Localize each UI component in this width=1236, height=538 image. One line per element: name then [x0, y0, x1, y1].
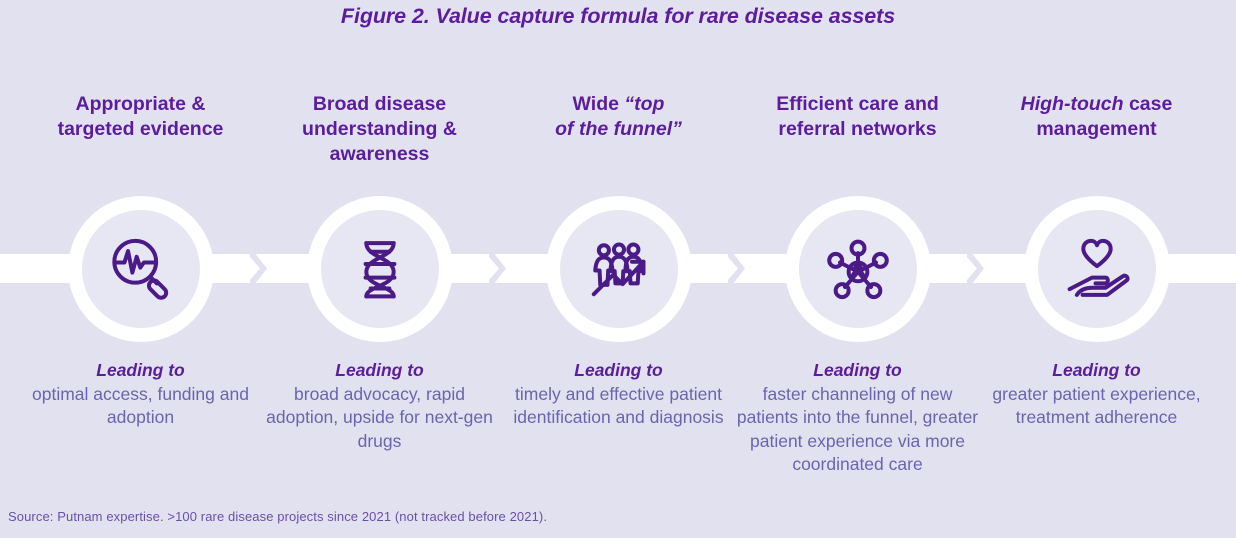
step-outcome: Leading to faster channeling of new pati…: [734, 359, 981, 477]
circle-inner: [81, 210, 200, 328]
step-heading-line: referral networks: [778, 118, 937, 140]
step-icon-circle: [545, 196, 692, 342]
outcome-text: greater patient experience, treatment ad…: [992, 383, 1201, 428]
leading-to-label: Leading to: [1052, 360, 1141, 380]
hand-heart-icon: [1061, 233, 1133, 305]
step-outcome: Leading to timely and effective patient …: [495, 359, 742, 430]
step-heading-emphasis: of the funnel”: [555, 118, 682, 140]
chevron-right-icon: [250, 252, 272, 285]
dna-helix-icon: [344, 233, 416, 305]
step-column-1: Appropriate & targeted evidence Leading …: [21, 0, 260, 538]
outcome-text: timely and effective patient identificat…: [513, 383, 724, 428]
step-heading: Wide “top of the funnel”: [499, 92, 738, 142]
step-icon-circle: [1023, 196, 1170, 342]
outcome-text: broad advocacy, rapid adoption, upside f…: [266, 383, 493, 451]
circle-inner: [798, 210, 917, 328]
step-heading-line: Wide: [572, 93, 625, 115]
step-icon-circle: [784, 196, 931, 342]
outcome-text: faster channeling of new patients into t…: [736, 383, 979, 475]
outcome-text: optimal access, funding and adoption: [32, 383, 249, 428]
step-heading: Efficient care and referral networks: [738, 92, 977, 142]
step-heading: Broad disease understanding & awareness: [260, 92, 499, 167]
page-title: Figure 2. Value capture formula for rare…: [340, 4, 896, 28]
step-outcome: Leading to optimal access, funding and a…: [17, 359, 264, 430]
chevron-right-icon: [489, 252, 511, 285]
step-heading: Appropriate & targeted evidence: [21, 92, 260, 142]
step-heading-line: management: [1036, 118, 1157, 140]
chevron-right-icon: [728, 252, 750, 285]
step-heading-line: awareness: [329, 143, 430, 165]
leading-to-label: Leading to: [335, 360, 424, 380]
step-column-5: High-touch case management Leading to gr…: [977, 0, 1216, 538]
step-icon-circle: [306, 196, 453, 342]
network-hub-person-icon: [822, 233, 894, 305]
step-column-3: Wide “top of the funnel” Leading to: [499, 0, 738, 538]
circle-inner: [320, 210, 439, 328]
step-column-4: Efficient care and referral networks: [737, 0, 978, 538]
leading-to-label: Leading to: [96, 360, 185, 380]
leading-to-label: Leading to: [574, 360, 663, 380]
step-heading-line: understanding &: [302, 118, 457, 140]
source-note: Source: Putnam expertise. >100 rare dise…: [8, 509, 548, 524]
magnifier-heartbeat-icon: [105, 233, 177, 305]
people-growth-arrow-icon: [583, 233, 655, 305]
step-heading-emphasis: High-touch: [1020, 93, 1124, 115]
chevron-right-icon: [967, 252, 989, 285]
step-heading-line: Efficient care and: [776, 93, 939, 115]
step-heading-line: Broad disease: [312, 93, 447, 115]
step-heading-line: targeted evidence: [57, 118, 224, 140]
step-heading-line: case: [1123, 93, 1173, 115]
step-heading: High-touch case management: [977, 92, 1216, 142]
circle-inner: [1037, 210, 1156, 328]
step-outcome: Leading to broad advocacy, rapid adoptio…: [256, 359, 503, 453]
step-heading-emphasis: “top: [624, 93, 665, 115]
step-icon-circle: [67, 196, 214, 342]
circle-inner: [559, 210, 678, 328]
step-column-2: Broad disease understanding & awareness: [260, 0, 499, 538]
step-heading-line: Appropriate &: [75, 93, 206, 115]
step-outcome: Leading to greater patient experience, t…: [973, 359, 1220, 430]
leading-to-label: Leading to: [813, 360, 902, 380]
